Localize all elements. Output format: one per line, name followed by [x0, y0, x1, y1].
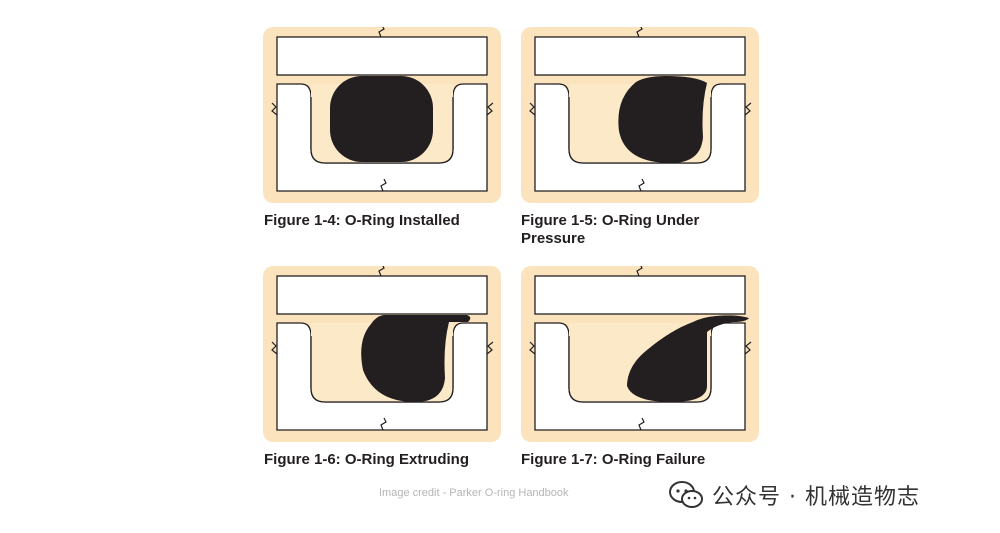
top-plate [276, 36, 488, 76]
top-plate-break-top [378, 27, 385, 38]
watermark-text: 公众号 · 机械造物志 [712, 485, 920, 510]
figure-1-6-caption: Figure 1-6: O-Ring Extruding [264, 451, 469, 468]
figure-1-7-caption: Figure 1-7: O-Ring Failure [521, 451, 706, 468]
image-credit: Image credit - Parker O-ring Handbook [379, 487, 569, 499]
o-ring-seal [627, 315, 749, 402]
figure-1-4-diagram [263, 27, 501, 203]
figure-1-4-caption: Figure 1-4: O-Ring Installed [264, 212, 460, 229]
top-plate [534, 36, 746, 76]
o-ring-seal [361, 315, 471, 402]
figure-1-6-diagram [263, 266, 501, 442]
top-plate [276, 275, 488, 315]
figure-1-5-diagram [521, 27, 759, 203]
wechat-icon [669, 481, 703, 508]
break-right [486, 102, 494, 116]
watermark: 公众号 · 机械造物志 [668, 480, 920, 510]
break-left [271, 102, 278, 116]
o-ring-seal [618, 76, 707, 163]
top-plate [534, 275, 746, 315]
o-ring-seal [330, 76, 433, 162]
break-bottom [380, 178, 387, 192]
figure-1-7-diagram [521, 266, 759, 442]
figure-1-5-caption: Figure 1-5: O-Ring Under Pressure [521, 212, 700, 247]
